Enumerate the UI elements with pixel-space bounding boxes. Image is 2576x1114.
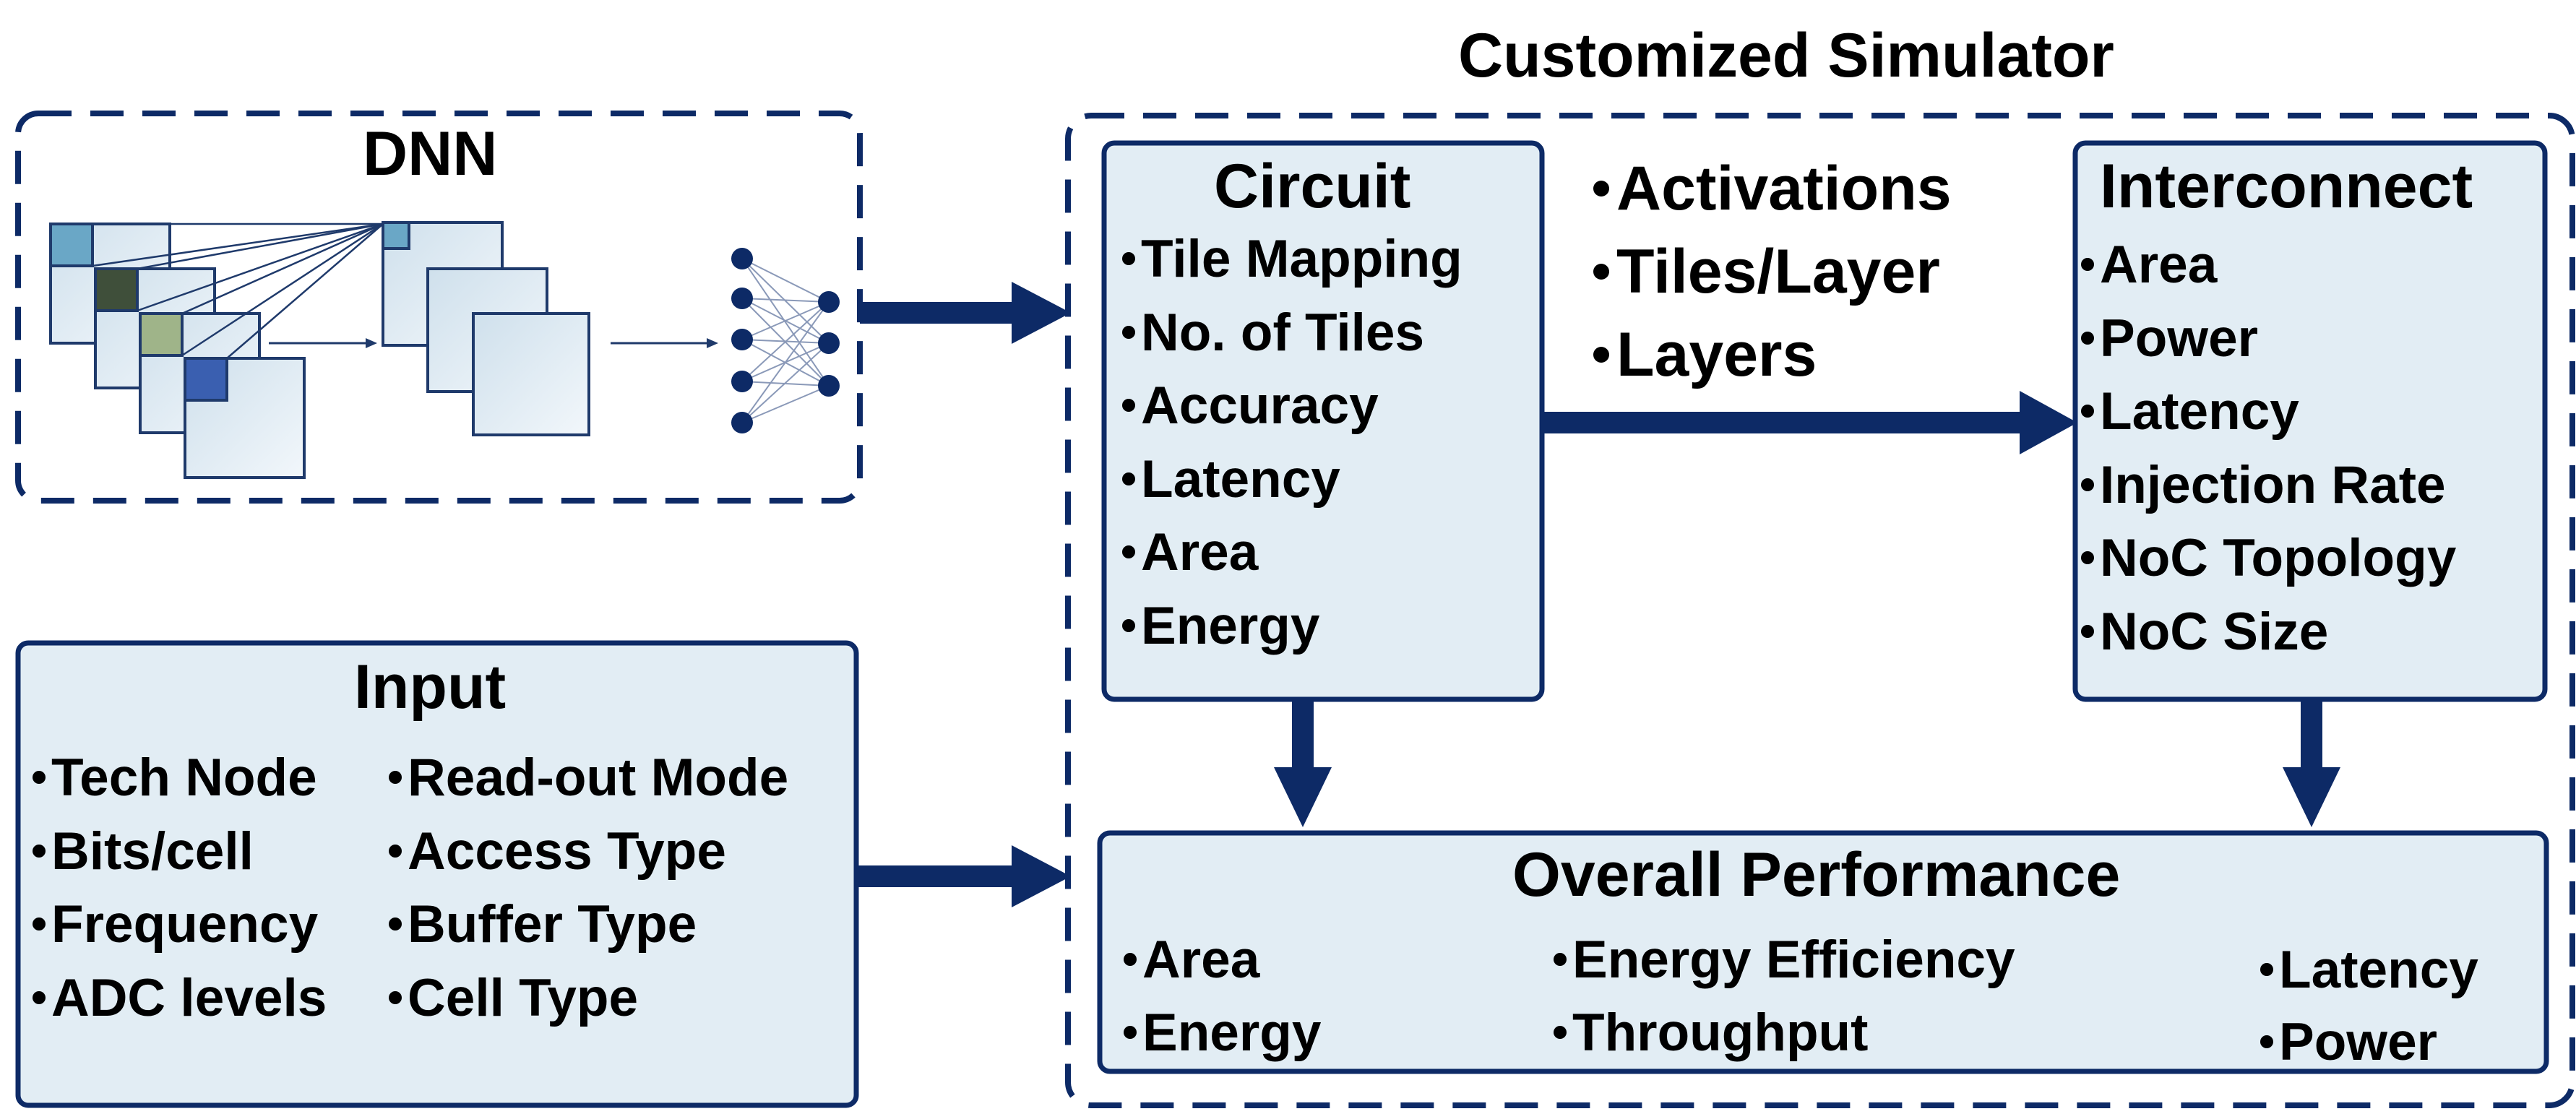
input-title: Input: [354, 652, 507, 722]
bullet-icon: [1593, 181, 1609, 197]
input-item: Read-out Mode: [389, 751, 788, 804]
input-item: Buffer Type: [389, 898, 697, 951]
input-box: [15, 640, 859, 1108]
bullet-icon: [1124, 1025, 1137, 1039]
bullet-icon: [2260, 962, 2273, 976]
arrow-interconnect-to-overall: [2301, 699, 2322, 772]
arrow-input-to-overall: [858, 865, 1016, 887]
overall-performance-box: [1097, 830, 2549, 1074]
bullet-icon: [389, 917, 402, 931]
simulator-dashed-box: [1065, 113, 2575, 1108]
circuit-item: Latency: [1122, 453, 1340, 506]
arrow-dnn-to-circuit: [860, 302, 1015, 324]
overall-item: Area: [1124, 933, 1259, 986]
bullet-icon: [1122, 398, 1135, 412]
bullet-icon: [2260, 1035, 2273, 1048]
bullet-icon: [1122, 472, 1135, 485]
overall-item: Throughput: [1554, 1006, 1868, 1059]
bullet-icon: [2081, 478, 2094, 491]
middle-item: Layers: [1593, 324, 1817, 386]
interconnect-item: NoC Size: [2081, 605, 2328, 658]
circuit-item: Accuracy: [1122, 379, 1379, 432]
arrow-circuit-to-overall: [1292, 699, 1314, 772]
bullet-icon: [1593, 264, 1609, 280]
bullet-icon: [389, 770, 402, 784]
bullet-icon: [1122, 251, 1135, 265]
dnn-feature-maps-illustration: [49, 221, 718, 479]
input-item: Frequency: [33, 898, 318, 951]
middle-item: Activations: [1593, 157, 1952, 220]
bullet-icon: [33, 990, 46, 1004]
input-item: ADC levels: [33, 972, 327, 1024]
circuit-item: Area: [1122, 526, 1258, 579]
circuit-item: Tile Mapping: [1122, 233, 1463, 285]
interconnect-item: Latency: [2081, 385, 2299, 438]
bullet-icon: [2081, 257, 2094, 271]
input-item: Access Type: [389, 825, 726, 878]
overall-item: Latency: [2260, 944, 2478, 996]
interconnect-item: Power: [2081, 312, 2258, 365]
interconnect-item: Area: [2081, 238, 2217, 291]
bullet-icon: [2081, 550, 2094, 564]
bullet-icon: [389, 990, 402, 1004]
input-item: Tech Node: [33, 751, 317, 804]
bullet-icon: [2081, 404, 2094, 418]
bullet-icon: [389, 844, 402, 858]
bullet-icon: [1593, 347, 1609, 363]
interconnect-item: Injection Rate: [2081, 459, 2446, 511]
dnn-title: DNN: [363, 119, 498, 189]
arrows: [858, 282, 2340, 907]
input-item: Bits/cell: [33, 825, 254, 878]
bullet-icon: [33, 844, 46, 858]
arrow-circuit-to-interconnect: [1542, 412, 2025, 433]
bullet-icon: [1554, 1025, 1567, 1039]
bullet-icon: [2081, 331, 2094, 345]
bullet-icon: [1124, 952, 1137, 966]
overall-item: Energy Efficiency: [1554, 933, 2015, 986]
overall-item: Power: [2260, 1016, 2437, 1068]
bullet-icon: [1122, 618, 1135, 632]
simulator-title: Customized Simulator: [1458, 21, 2114, 90]
input-item: Cell Type: [389, 972, 638, 1024]
bullet-icon: [1554, 952, 1567, 966]
dnn-network-illustration: [731, 248, 840, 433]
overall-title: Overall Performance: [1512, 840, 2121, 910]
circuit-item: Energy: [1122, 600, 1319, 652]
interconnect-item: NoC Topology: [2081, 532, 2456, 584]
bullet-icon: [33, 917, 46, 931]
bullet-icon: [33, 770, 46, 784]
bullet-icon: [1122, 545, 1135, 558]
circuit-title: Circuit: [1214, 152, 1411, 221]
bullet-icon: [2081, 624, 2094, 638]
bullet-icon: [1122, 325, 1135, 339]
middle-item: Tiles/Layer: [1593, 241, 1940, 303]
overall-item: Energy: [1124, 1006, 1321, 1059]
circuit-item: No. of Tiles: [1122, 306, 1424, 359]
interconnect-title: Interconnect: [2100, 152, 2473, 221]
